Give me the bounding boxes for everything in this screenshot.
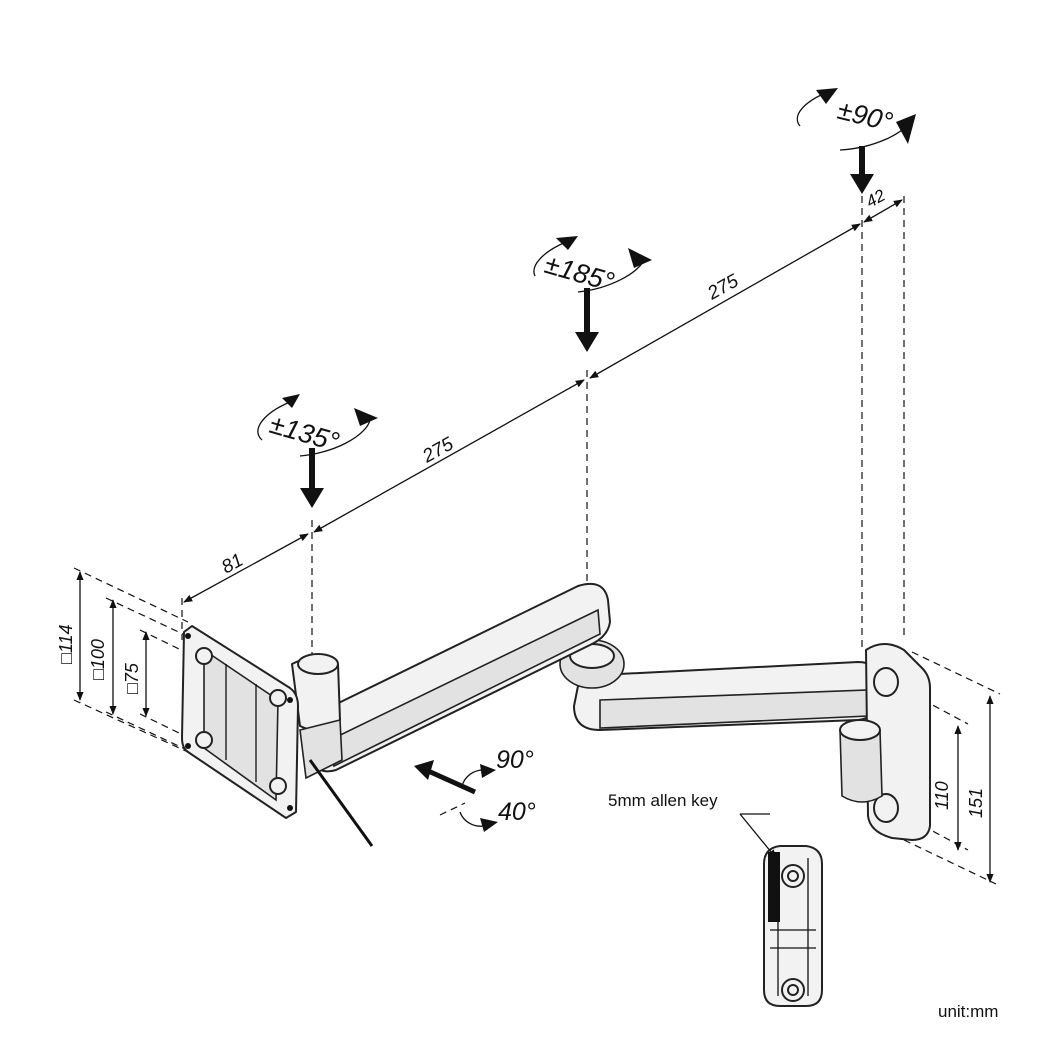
rotation-wall-label: ±90° <box>835 95 896 138</box>
rotation-elbow-symbol <box>533 236 652 352</box>
dim-line-275-b <box>589 223 861 379</box>
allen-key-callout: 5mm allen key <box>608 791 718 810</box>
dim-line-275-a <box>313 379 585 533</box>
allen-key-inset <box>739 813 823 1007</box>
dim-label-275-arm2: 275 <box>703 270 742 304</box>
dim-line-81 <box>183 533 309 603</box>
vesa-100-label: □100 <box>88 639 108 680</box>
rotation-head-label: ±135° <box>266 409 342 457</box>
monitor-arm-illustration <box>181 582 931 847</box>
rotation-wall-symbol <box>796 88 916 194</box>
top-dimension-lines <box>181 196 905 655</box>
wall-plate-dimension-lines <box>903 651 1001 885</box>
dim-label-81: 81 <box>218 550 247 579</box>
rotation-head-symbol <box>257 394 378 508</box>
dim-label-42: 42 <box>863 185 889 211</box>
tilt-down-label: 40° <box>498 798 536 826</box>
plate-151-label: 151 <box>966 788 986 818</box>
allen-key-shape <box>768 852 780 922</box>
vesa-75-label: □75 <box>122 662 142 694</box>
unit-label: unit:mm <box>938 1002 998 1021</box>
vesa-114-label: □114 <box>56 624 76 664</box>
tilt-up-label: 90° <box>496 746 534 774</box>
dim-line-42 <box>863 199 903 223</box>
rotation-elbow-label: ±185° <box>541 249 617 297</box>
tilt-symbol <box>414 760 498 832</box>
plate-110-label: 110 <box>932 781 952 810</box>
